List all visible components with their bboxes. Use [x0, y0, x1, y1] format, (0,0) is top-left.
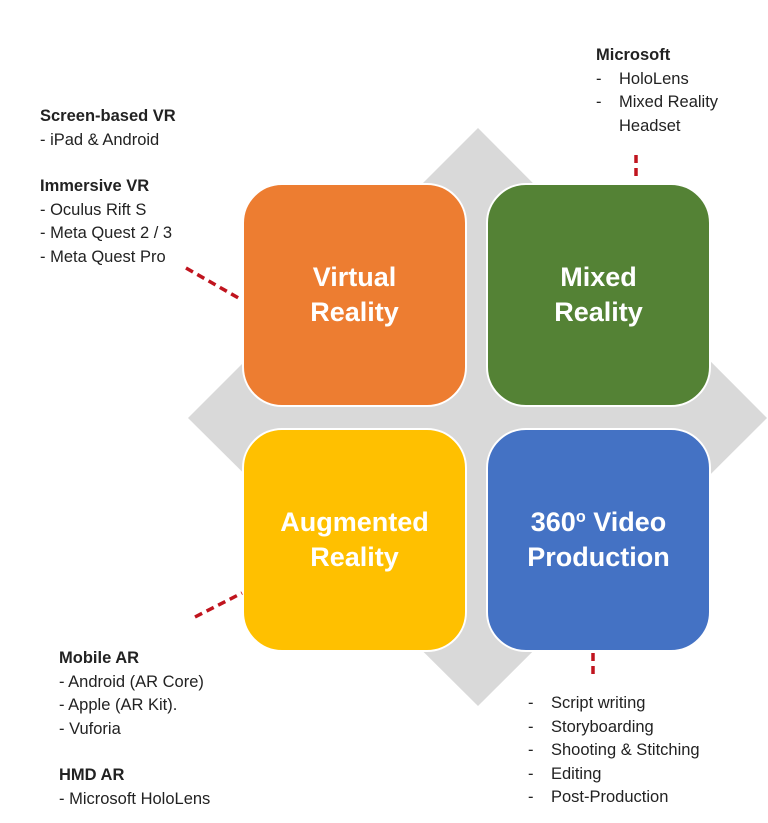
note-item: -Post-Production	[528, 786, 700, 810]
bullet-dash: -	[528, 788, 534, 806]
note-item-text: Shooting & Stitching	[551, 741, 700, 759]
bullet-dash: -	[528, 717, 534, 736]
note-item-text: Script writing	[551, 694, 646, 712]
note-item: - Apple (AR Kit).	[59, 696, 178, 714]
vr-devices-note: Screen-based VR - iPad & Android Immersi…	[40, 105, 176, 269]
note-item: Headset	[596, 115, 718, 139]
video-production-quadrant: 360o Video Production	[486, 428, 711, 652]
mixed-reality-quadrant: Mixed Reality	[486, 183, 711, 407]
note-item: - Microsoft HoloLens	[59, 789, 211, 808]
note-item-text: Storyboarding	[551, 717, 654, 736]
bullet-dash: -	[596, 69, 602, 88]
bullet-dash: -	[528, 741, 534, 759]
augmented-reality-label: Augmented Reality	[280, 507, 429, 572]
note-item: -Shooting & Stitching	[528, 739, 700, 763]
note-heading: Immersive VR	[40, 177, 150, 195]
video-production-steps-note: -Script writing -Storyboarding -Shooting…	[528, 692, 700, 810]
augmented-reality-quadrant: Augmented Reality	[242, 428, 467, 652]
note-item: - Vuforia	[59, 719, 121, 738]
mr-devices-note: Microsoft -HoloLens -Mixed Reality Heads…	[596, 44, 718, 138]
note-item: -HoloLens	[596, 68, 718, 92]
note-item: - iPad & Android	[40, 130, 160, 149]
note-item: -Mixed Reality	[596, 91, 718, 115]
bullet-dash: -	[528, 694, 534, 712]
virtual-reality-label: Virtual Reality	[310, 262, 399, 327]
note-item: -Storyboarding	[528, 716, 700, 740]
mixed-reality-label: Mixed Reality	[554, 262, 643, 327]
note-heading: Mobile AR	[59, 649, 140, 667]
note-item: - Meta Quest 2 / 3	[40, 224, 173, 242]
virtual-reality-quadrant: Virtual Reality	[242, 183, 467, 407]
note-item-text: Headset	[619, 116, 681, 135]
note-item: -Script writing	[528, 692, 700, 716]
note-item-text: Mixed Reality	[619, 93, 719, 111]
ar-devices-note: Mobile AR - Android (AR Core) - Apple (A…	[59, 647, 210, 811]
note-item-text: HoloLens	[619, 69, 689, 88]
note-heading: Screen-based VR	[40, 107, 176, 125]
note-item: - Oculus Rift S	[40, 200, 147, 219]
video-production-label: 360o Video Production	[527, 507, 670, 572]
note-item: -Editing	[528, 763, 700, 787]
note-heading: Microsoft	[596, 46, 671, 64]
note-item: - Meta Quest Pro	[40, 247, 166, 266]
note-item-text: Post-Production	[551, 788, 669, 806]
note-heading: HMD AR	[59, 766, 125, 784]
note-item-text: Editing	[551, 764, 602, 783]
note-item: - Android (AR Core)	[59, 672, 204, 691]
bullet-dash: -	[528, 764, 534, 783]
bullet-dash: -	[596, 93, 602, 111]
